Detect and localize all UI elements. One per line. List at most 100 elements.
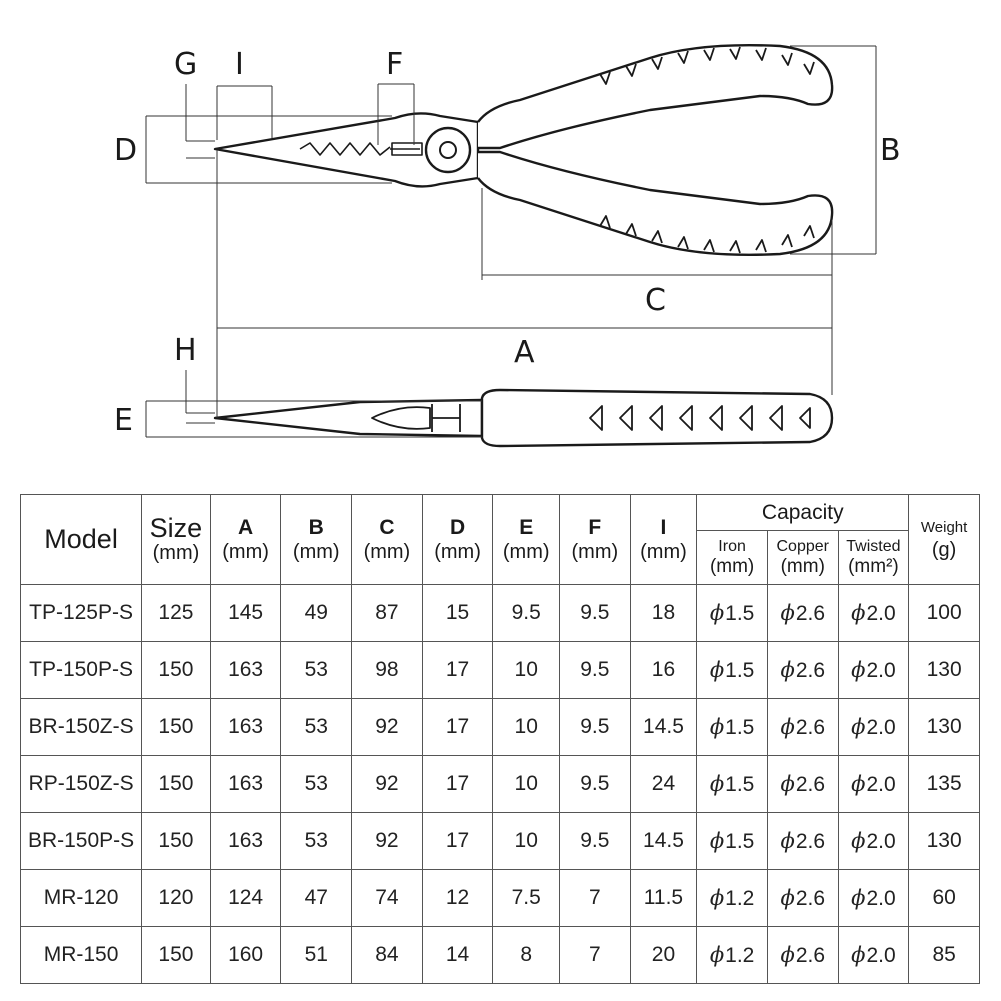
diameter-symbol: ϕ <box>851 771 866 796</box>
header-c: C(mm) <box>351 494 423 585</box>
cell-i-value: 14.5 <box>643 715 684 738</box>
diameter-symbol: ϕ <box>780 600 795 625</box>
cell-b: 53 <box>280 812 353 870</box>
cell-twisted-value: 2.0 <box>866 658 896 682</box>
cell-size: 150 <box>141 812 211 870</box>
cell-a: 163 <box>209 698 282 756</box>
cell-twisted-value: 2.0 <box>866 943 896 967</box>
cell-copper-value: 2.6 <box>795 658 826 682</box>
diameter-symbol: ϕ <box>780 942 795 967</box>
cell-size: 150 <box>141 926 211 984</box>
cell-size: 125 <box>141 584 211 642</box>
cell-iron-value: 1.5 <box>725 601 755 625</box>
cell-a-value: 163 <box>228 658 264 681</box>
cell-weight-value: 135 <box>926 772 962 795</box>
cell-model-value: TP-150P-S <box>29 658 133 681</box>
cell-twisted-value: 2.0 <box>866 886 896 910</box>
cell-f-value: 9.5 <box>580 772 610 795</box>
diameter-symbol: ϕ <box>709 657 725 682</box>
cell-iron: ϕ1.2 <box>696 926 768 984</box>
header-capacity: Capacity <box>696 494 910 531</box>
cell-twisted: ϕ2.0 <box>837 584 910 642</box>
cell-e: 10 <box>492 698 560 756</box>
cell-e-value: 8 <box>520 943 533 966</box>
cell-iron: ϕ1.5 <box>696 584 768 642</box>
cell-e-value: 10 <box>514 658 538 681</box>
cell-iron-value: 1.2 <box>725 943 755 967</box>
cell-model-value: TP-125P-S <box>29 601 133 624</box>
cell-iron-value: 1.5 <box>725 715 755 739</box>
cell-e-value: 10 <box>514 715 538 738</box>
cell-d-value: 17 <box>445 772 470 795</box>
cell-size: 120 <box>141 869 211 927</box>
diameter-symbol: ϕ <box>709 600 725 625</box>
dim-label-e: E <box>114 403 133 438</box>
cell-size: 150 <box>141 641 211 699</box>
cell-copper: ϕ2.6 <box>766 698 839 756</box>
cell-f-value: 7 <box>588 886 601 909</box>
cell-i-value: 16 <box>651 658 676 681</box>
cell-twisted: ϕ2.0 <box>837 926 910 984</box>
diameter-symbol: ϕ <box>851 600 866 625</box>
cell-model-value: BR-150Z-S <box>28 715 134 738</box>
cell-size-value: 150 <box>158 772 194 795</box>
cell-size-value: 120 <box>158 886 194 909</box>
cell-d-value: 12 <box>445 886 470 909</box>
cell-model-value: MR-150 <box>43 943 119 966</box>
header-e: E(mm) <box>492 494 560 585</box>
cell-b: 49 <box>280 584 353 642</box>
cell-e-value: 9.5 <box>511 601 541 624</box>
cell-f: 9.5 <box>559 698 631 756</box>
cell-c: 92 <box>351 698 423 756</box>
cell-f-value: 7 <box>588 943 601 966</box>
cell-iron-value: 1.2 <box>725 886 755 910</box>
cell-twisted: ϕ2.0 <box>837 641 910 699</box>
cell-b-value: 51 <box>304 943 328 966</box>
cell-iron-value: 1.5 <box>725 658 755 682</box>
cell-copper-value: 2.6 <box>795 772 826 796</box>
cell-i: 14.5 <box>629 698 698 756</box>
cell-size-value: 150 <box>158 715 194 738</box>
header-twisted: Twisted(mm²) <box>837 530 910 585</box>
cell-d: 15 <box>421 584 494 642</box>
cell-copper: ϕ2.6 <box>766 926 839 984</box>
diameter-symbol: ϕ <box>780 828 795 853</box>
diameter-symbol: ϕ <box>851 714 866 739</box>
diameter-symbol: ϕ <box>780 714 795 739</box>
cell-d-value: 15 <box>445 601 470 624</box>
cell-copper-value: 2.6 <box>795 715 826 739</box>
cell-a: 124 <box>209 869 282 927</box>
cell-iron: ϕ1.5 <box>696 698 768 756</box>
dim-label-a: A <box>514 335 535 370</box>
cell-b-value: 47 <box>304 886 328 909</box>
header-a: A(mm) <box>209 494 282 585</box>
cell-i-value: 20 <box>651 943 676 966</box>
cell-c: 74 <box>351 869 423 927</box>
diameter-symbol: ϕ <box>709 714 725 739</box>
cell-i-value: 11.5 <box>643 886 684 909</box>
diameter-symbol: ϕ <box>709 942 725 967</box>
cell-iron: ϕ1.5 <box>696 755 768 813</box>
cell-weight: 60 <box>908 869 980 927</box>
cell-twisted-value: 2.0 <box>866 772 896 796</box>
dim-label-h: H <box>174 333 197 368</box>
cell-size: 150 <box>141 698 211 756</box>
cell-c-value: 98 <box>375 658 399 681</box>
cell-f: 7 <box>559 869 631 927</box>
cell-e: 9.5 <box>492 584 560 642</box>
cell-i: 24 <box>629 755 698 813</box>
cell-copper: ϕ2.6 <box>766 755 839 813</box>
cell-model: BR-150P-S <box>19 812 143 870</box>
cell-weight-value: 130 <box>926 829 962 852</box>
cell-e: 7.5 <box>492 869 560 927</box>
cell-c: 92 <box>351 755 423 813</box>
diameter-symbol: ϕ <box>709 771 725 796</box>
dim-label-i: I <box>235 47 244 82</box>
header-d: D(mm) <box>421 494 494 585</box>
cell-model: BR-150Z-S <box>19 698 143 756</box>
diameter-symbol: ϕ <box>780 885 795 910</box>
cell-iron-value: 1.5 <box>725 829 755 853</box>
cell-model: TP-125P-S <box>19 584 143 642</box>
